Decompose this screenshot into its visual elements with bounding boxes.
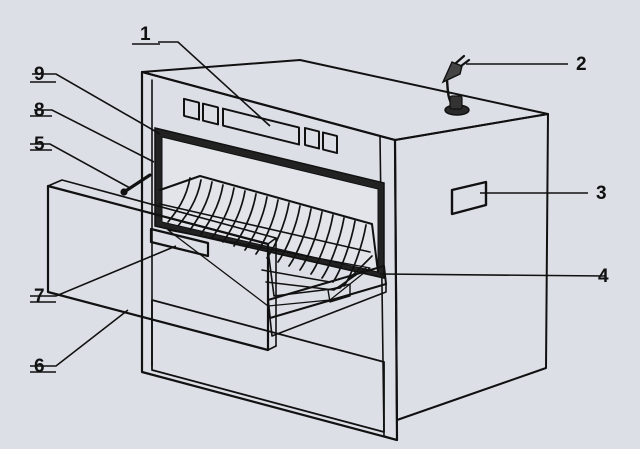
leader-line xyxy=(379,273,607,277)
leader-line xyxy=(30,245,177,297)
callout-9: 9 xyxy=(34,64,45,85)
control-button xyxy=(322,131,338,155)
leader-line xyxy=(158,41,271,127)
leader-line xyxy=(34,109,155,163)
control-button xyxy=(183,97,200,121)
callout-4: 4 xyxy=(598,266,609,287)
callout-numbers: 1 2 3 4 5 6 7 8 9 xyxy=(34,24,609,377)
leader-line xyxy=(30,309,129,367)
leader-lines xyxy=(30,41,607,367)
basket-rail xyxy=(159,175,379,273)
callout-1: 1 xyxy=(140,24,151,45)
lower-panel xyxy=(151,299,385,433)
callout-underlines xyxy=(30,43,160,373)
callout-7: 7 xyxy=(34,286,45,307)
side-vent xyxy=(450,180,488,216)
cabinet-top xyxy=(141,59,549,141)
callout-3: 3 xyxy=(596,183,607,204)
drawer xyxy=(46,173,387,352)
cabinet-side xyxy=(394,113,549,421)
control-display xyxy=(222,107,300,146)
callout-2: 2 xyxy=(576,54,587,75)
leader-line xyxy=(30,143,131,189)
control-button xyxy=(202,102,219,126)
drawer-screw xyxy=(120,173,152,196)
leader-line xyxy=(32,73,161,135)
callout-8: 8 xyxy=(34,100,45,121)
power-plug xyxy=(441,54,471,116)
control-button xyxy=(304,127,320,150)
callout-5: 5 xyxy=(34,134,45,155)
callout-6: 6 xyxy=(34,356,45,377)
drawer-handle xyxy=(149,227,210,258)
